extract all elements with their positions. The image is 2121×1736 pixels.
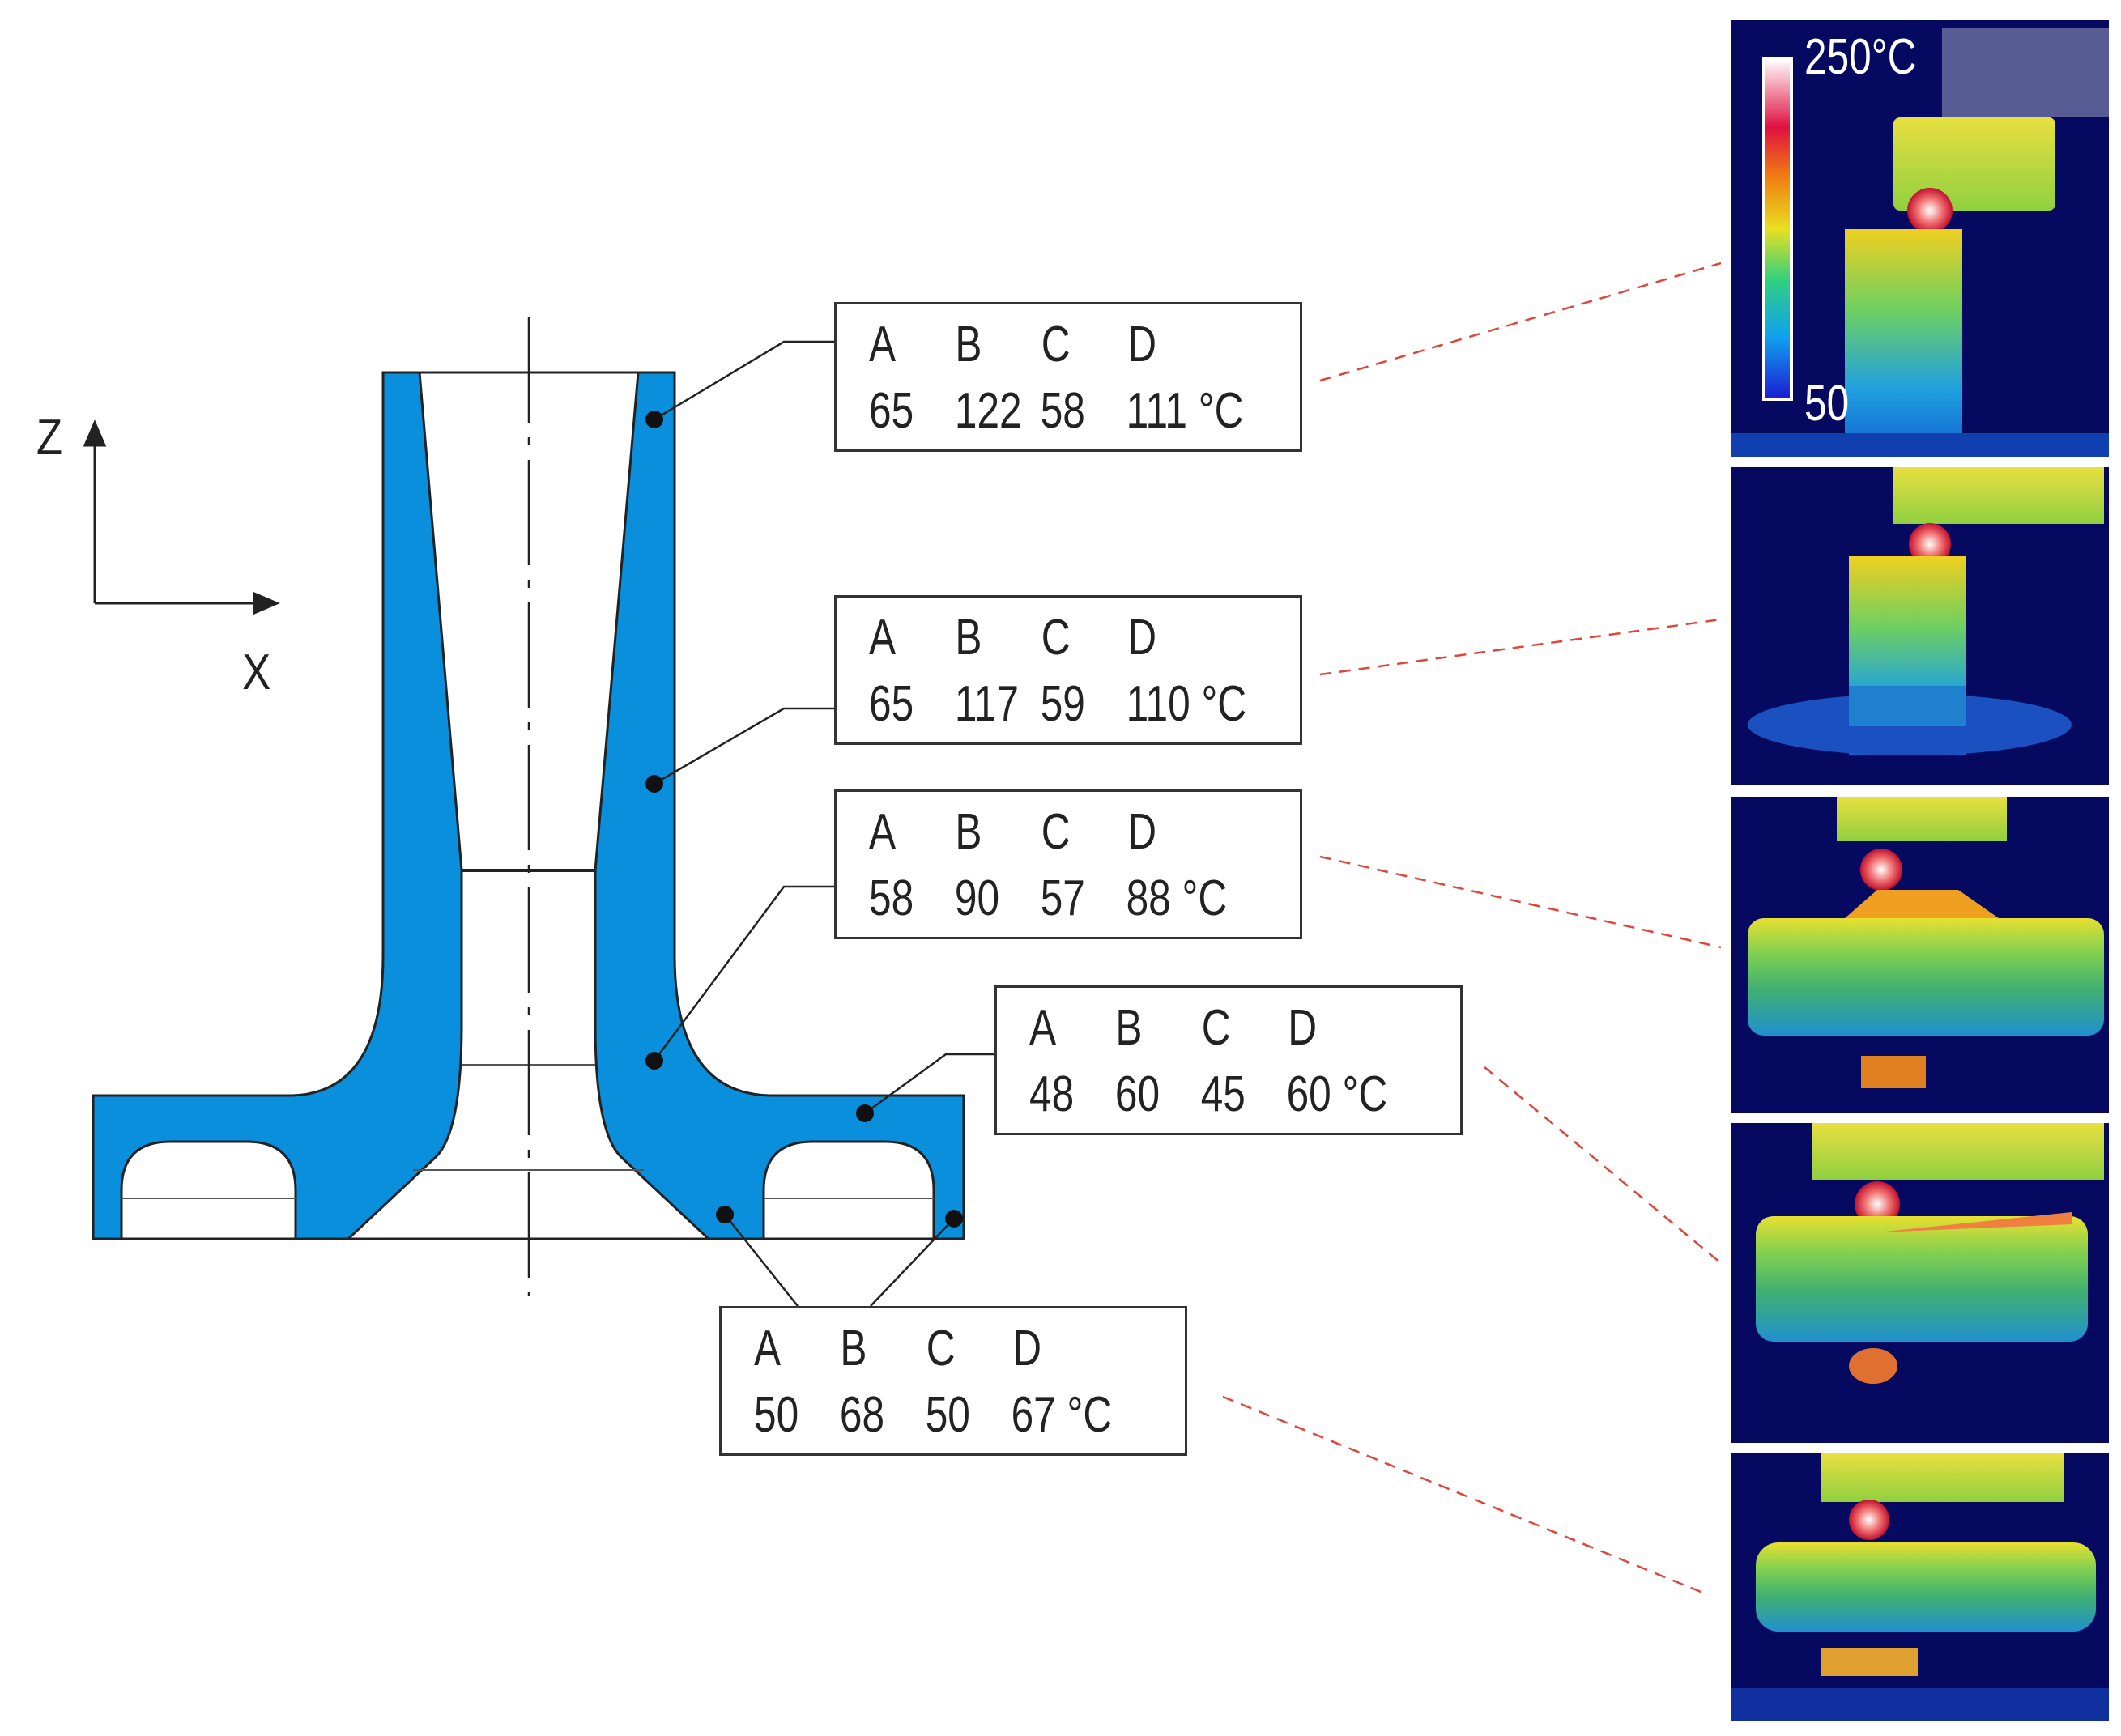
header-a: A bbox=[869, 317, 897, 372]
temperature-box-4: A B C D 48 60 45 60 °C bbox=[994, 985, 1463, 1135]
header-d: D bbox=[1288, 1000, 1318, 1056]
header-a: A bbox=[869, 804, 897, 860]
value-c: 57 bbox=[1040, 870, 1085, 926]
z-axis-label: Z bbox=[36, 410, 63, 466]
value-b: 68 bbox=[839, 1387, 885, 1443]
measurement-points bbox=[645, 411, 963, 1228]
value-b: 90 bbox=[954, 870, 1000, 926]
value-a: 50 bbox=[754, 1387, 799, 1443]
header-c: C bbox=[1041, 317, 1071, 372]
header-d: D bbox=[1127, 610, 1157, 666]
header-d: D bbox=[1012, 1321, 1042, 1376]
value-d: 67 °C bbox=[1011, 1387, 1113, 1443]
value-a: 48 bbox=[1029, 1066, 1075, 1122]
thermal-image-5 bbox=[1731, 1453, 2109, 1721]
header-d: D bbox=[1127, 804, 1157, 860]
value-c: 45 bbox=[1200, 1066, 1246, 1122]
header-d: D bbox=[1127, 317, 1157, 372]
leader-lines bbox=[653, 340, 994, 1307]
header-b: B bbox=[1115, 1000, 1143, 1056]
value-c: 58 bbox=[1040, 383, 1085, 439]
header-c: C bbox=[1041, 610, 1071, 666]
header-b: B bbox=[955, 317, 982, 372]
right-cutout bbox=[762, 1140, 935, 1240]
header-c: C bbox=[1201, 1000, 1231, 1056]
thermal-image-4 bbox=[1731, 1123, 2109, 1443]
value-c: 50 bbox=[925, 1387, 970, 1443]
colorbar bbox=[1762, 57, 1793, 401]
colorbar-max-label: 250°C bbox=[1804, 29, 1917, 85]
thermal-image-1: 250°C 50 bbox=[1731, 20, 2109, 457]
axis-arrows bbox=[83, 419, 280, 615]
value-d: 111 °C bbox=[1126, 383, 1244, 439]
value-a: 65 bbox=[869, 383, 914, 439]
value-b: 122 bbox=[954, 383, 1022, 439]
value-b: 60 bbox=[1114, 1066, 1161, 1122]
header-a: A bbox=[1029, 1000, 1057, 1056]
header-b: B bbox=[840, 1321, 867, 1376]
temperature-box-3: A B C D 58 90 57 88 °C bbox=[834, 789, 1302, 939]
temperature-box-2: A B C D 65 117 59 110 °C bbox=[834, 595, 1302, 745]
value-c: 59 bbox=[1040, 676, 1085, 732]
left-cutout bbox=[120, 1140, 297, 1240]
temperature-box-1: A B C D 65 122 58 111 °C bbox=[834, 302, 1302, 452]
header-b: B bbox=[955, 610, 982, 666]
value-a: 58 bbox=[869, 870, 914, 926]
header-c: C bbox=[926, 1321, 956, 1376]
value-d: 60 °C bbox=[1286, 1066, 1388, 1122]
temperature-box-5: A B C D 50 68 50 67 °C bbox=[719, 1306, 1187, 1456]
header-a: A bbox=[869, 610, 897, 666]
value-a: 65 bbox=[869, 676, 914, 732]
value-d: 88 °C bbox=[1126, 870, 1228, 926]
colorbar-min-label: 50 bbox=[1804, 376, 1850, 432]
header-b: B bbox=[955, 804, 982, 860]
x-axis-label: X bbox=[242, 645, 271, 700]
value-d: 110 °C bbox=[1126, 676, 1247, 732]
header-a: A bbox=[754, 1321, 782, 1376]
thermal-image-3 bbox=[1731, 797, 2109, 1113]
thermal-image-2 bbox=[1731, 467, 2109, 785]
cross-section-diagram bbox=[83, 262, 1722, 1597]
dashed-links bbox=[1222, 262, 1722, 1597]
value-b: 117 bbox=[954, 676, 1019, 732]
header-c: C bbox=[1041, 804, 1071, 860]
